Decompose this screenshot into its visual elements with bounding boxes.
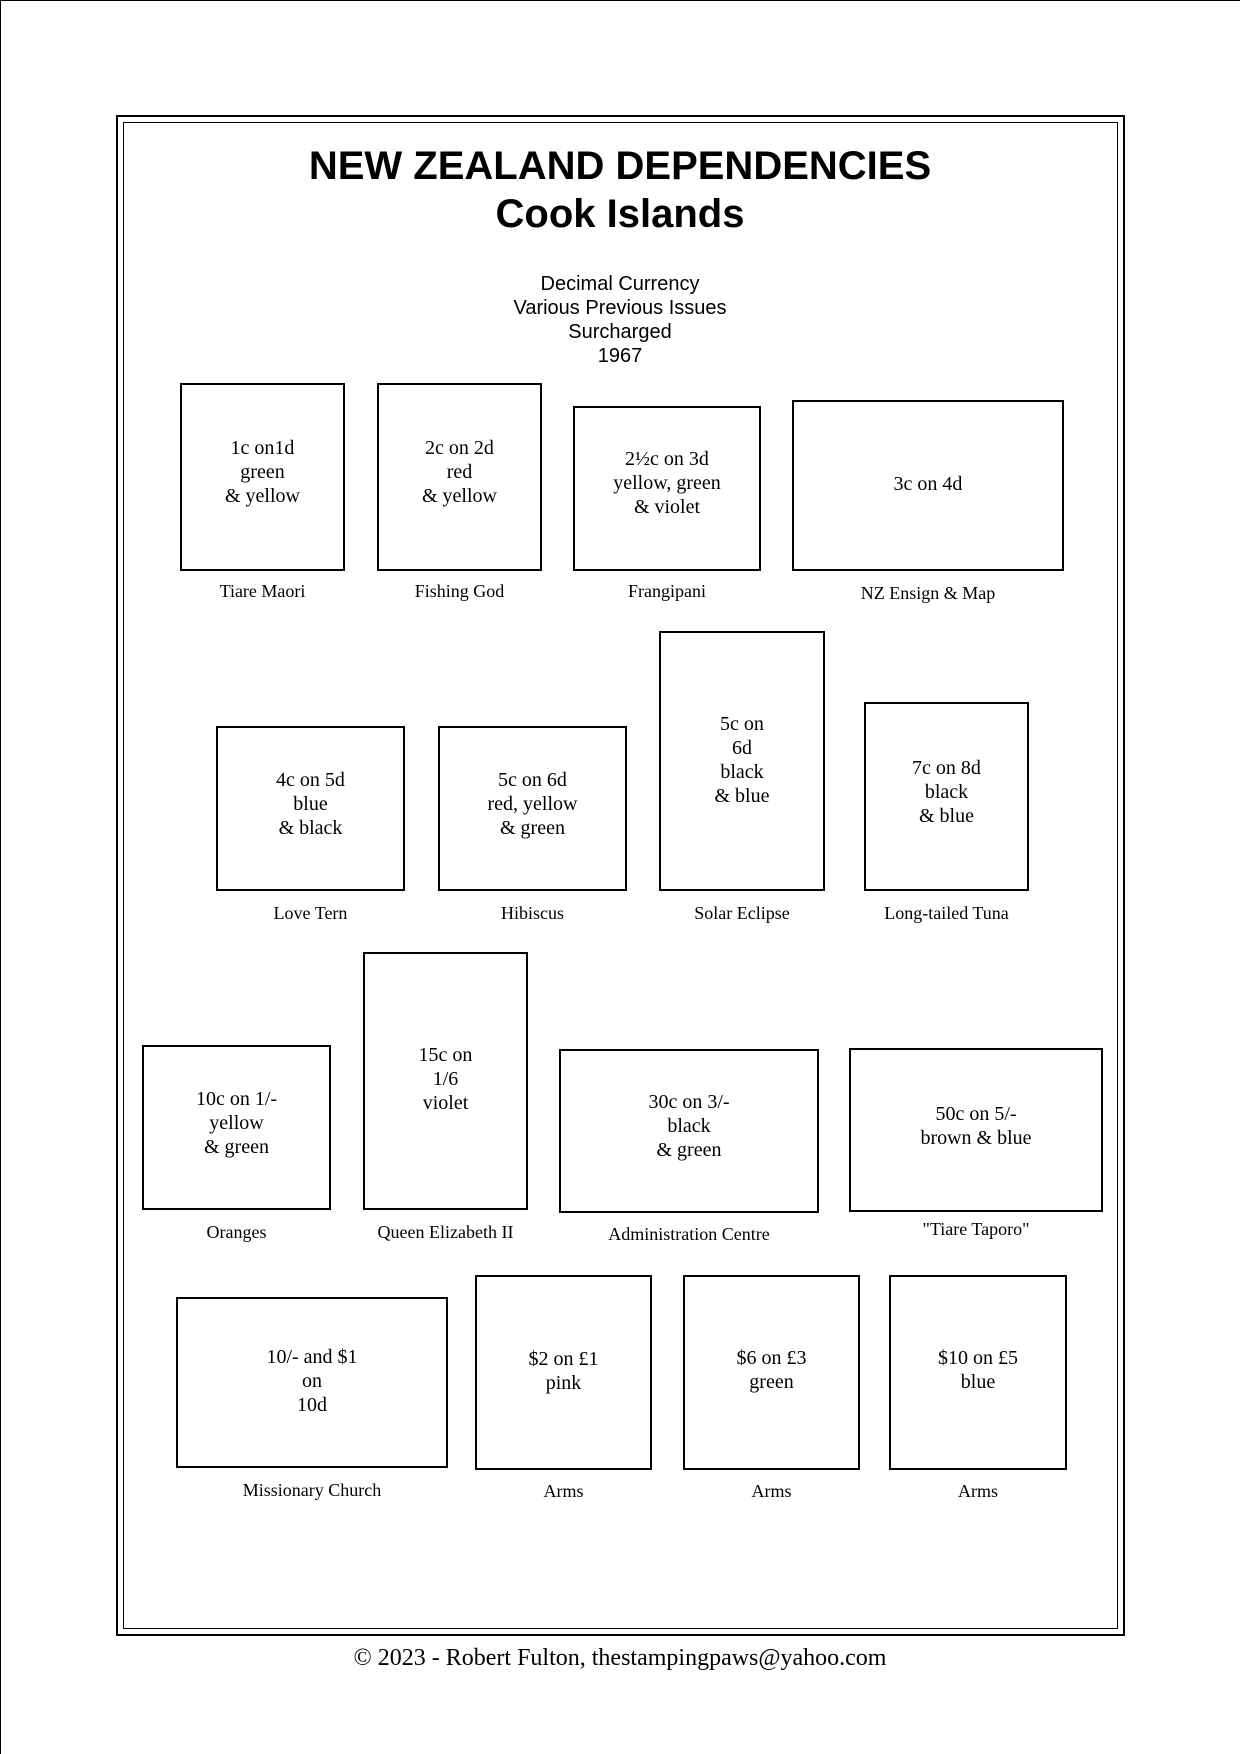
stamp-box: 4c on 5d blue & black	[216, 726, 405, 891]
page-frame-outer	[116, 115, 1125, 1636]
stamp-text-line: 10c on 1/-	[195, 1088, 278, 1110]
stamp-text-line: blue	[293, 793, 328, 815]
stamp-text-line: & blue	[919, 805, 974, 827]
stamp-box: 30c on 3/- black & green	[559, 1049, 819, 1213]
stamp-box: $10 on £5 blue	[889, 1275, 1067, 1470]
stamp-text-line: & violet	[633, 496, 701, 518]
issue-info: Decimal Currency Various Previous Issues…	[0, 272, 1240, 368]
stamp-text-line: & blue	[714, 785, 770, 807]
stamp-text-line: 2c on 2d	[425, 437, 494, 459]
stamp-text-line: 1c on1d	[230, 437, 295, 459]
stamp-box: $6 on £3 green	[683, 1275, 860, 1470]
stamp-text-line: 15c on	[418, 1044, 473, 1066]
stamp-text-line: green	[749, 1371, 794, 1393]
stamp-caption: Arms	[543, 1481, 584, 1501]
stamp-caption: "Tiare Taporo"	[922, 1219, 1030, 1239]
stamp-text-line: 4c on 5d	[276, 769, 345, 791]
stamp-text-line: 5c on	[720, 713, 764, 735]
stamp-box: 10/- and $1 on 10d	[176, 1297, 448, 1468]
stamp-caption: Frangipani	[628, 581, 706, 601]
stamp-caption: Love Tern	[273, 903, 348, 923]
stamp-text-line: & green	[204, 1136, 269, 1158]
stamp-text-line: $10 on £5	[938, 1347, 1018, 1369]
stamp-text-line: yellow, green	[613, 472, 721, 494]
stamp-caption: Arms	[751, 1481, 792, 1501]
stamp-caption: Tiare Maori	[219, 581, 306, 601]
stamp-text-line: green	[240, 461, 285, 483]
stamp-box: 10c on 1/- yellow & green	[142, 1045, 331, 1210]
stamp-text-line: red, yellow	[487, 793, 578, 815]
stamp-text-line: 3c on 4d	[893, 473, 963, 495]
page-subtitle: Cook Islands	[495, 192, 745, 236]
stamp-box: $2 on £1 pink	[475, 1275, 652, 1470]
stamp-text-line: & green	[500, 817, 565, 839]
stamp-text-line: 10/- and $1	[266, 1346, 358, 1368]
stamp-text-line: 5c on 6d	[498, 769, 567, 791]
issue-info-line: 1967	[597, 345, 643, 367]
stamp-text-line: yellow	[209, 1112, 264, 1134]
stamp-text-line: brown & blue	[920, 1127, 1032, 1149]
stamp-box: 5c on 6d black & blue	[659, 631, 825, 891]
stamp-text-line: pink	[545, 1372, 582, 1394]
stamp-box: 50c on 5/- brown & blue	[849, 1048, 1103, 1212]
issue-info-line: Surcharged	[568, 321, 672, 343]
stamp-caption: Long-tailed Tuna	[884, 903, 1009, 923]
stamp-text-line: violet	[422, 1092, 469, 1114]
stamp-text-line: 7c on 8d	[912, 757, 981, 779]
stamp-text-line: 6d	[732, 737, 752, 759]
stamp-text-line: black	[667, 1115, 711, 1137]
stamp-caption: Missionary Church	[242, 1480, 382, 1500]
stamp-caption: Oranges	[206, 1222, 267, 1242]
stamp-text-line: & green	[656, 1139, 722, 1161]
stamp-text-line: & yellow	[422, 485, 497, 507]
stamp-box: 5c on 6d red, yellow & green	[438, 726, 627, 891]
stamp-text-line: 1/6	[432, 1068, 459, 1090]
page-edge-top	[0, 0, 1240, 1]
issue-info-line: Various Previous Issues	[513, 297, 727, 319]
stamp-text-line: 30c on 3/-	[648, 1091, 730, 1113]
stamp-text-line: & black	[278, 817, 343, 839]
stamp-text-line: blue	[960, 1371, 996, 1393]
stamp-caption: Arms	[958, 1481, 998, 1501]
stamp-text-line: $2 on £1	[528, 1348, 599, 1370]
stamp-text-line: 2½c on 3d	[625, 448, 709, 470]
issue-info-line: Decimal Currency	[540, 273, 700, 295]
stamp-box: 2½c on 3d yellow, green & violet	[573, 406, 761, 571]
page-edge-left	[0, 0, 1, 1754]
stamp-caption: Solar Eclipse	[694, 903, 790, 923]
stamp-text-line: 10d	[297, 1394, 327, 1416]
stamp-text-line: & yellow	[225, 485, 300, 507]
stamp-caption: Hibiscus	[501, 903, 564, 923]
stamp-caption: Fishing God	[414, 581, 505, 601]
copyright-footer: © 2023 - Robert Fulton, thestampingpaws@…	[353, 1645, 887, 1671]
stamp-box: 2c on 2d red & yellow	[377, 383, 542, 571]
page-title: NEW ZEALAND DEPENDENCIES	[308, 144, 932, 188]
stamp-text-line: on	[302, 1370, 322, 1392]
stamp-text-line: black	[720, 761, 764, 783]
stamp-caption: Administration Centre	[608, 1224, 770, 1244]
stamp-text-line: black	[924, 781, 969, 803]
page-frame-inner	[123, 122, 1118, 1629]
stamp-text-line: red	[446, 461, 473, 483]
stamp-box: 1c on1d green & yellow	[180, 383, 345, 571]
stamp-caption: Queen Elizabeth II	[377, 1222, 514, 1242]
stamp-box: 15c on 1/6 violet	[363, 952, 528, 1210]
stamp-text-line: 50c on 5/-	[935, 1103, 1017, 1125]
stamp-box: 3c on 4d	[792, 400, 1064, 571]
stamp-box: 7c on 8d black & blue	[864, 702, 1029, 891]
stamp-text-line: $6 on £3	[736, 1347, 807, 1369]
stamp-caption: NZ Ensign & Map	[860, 583, 996, 603]
